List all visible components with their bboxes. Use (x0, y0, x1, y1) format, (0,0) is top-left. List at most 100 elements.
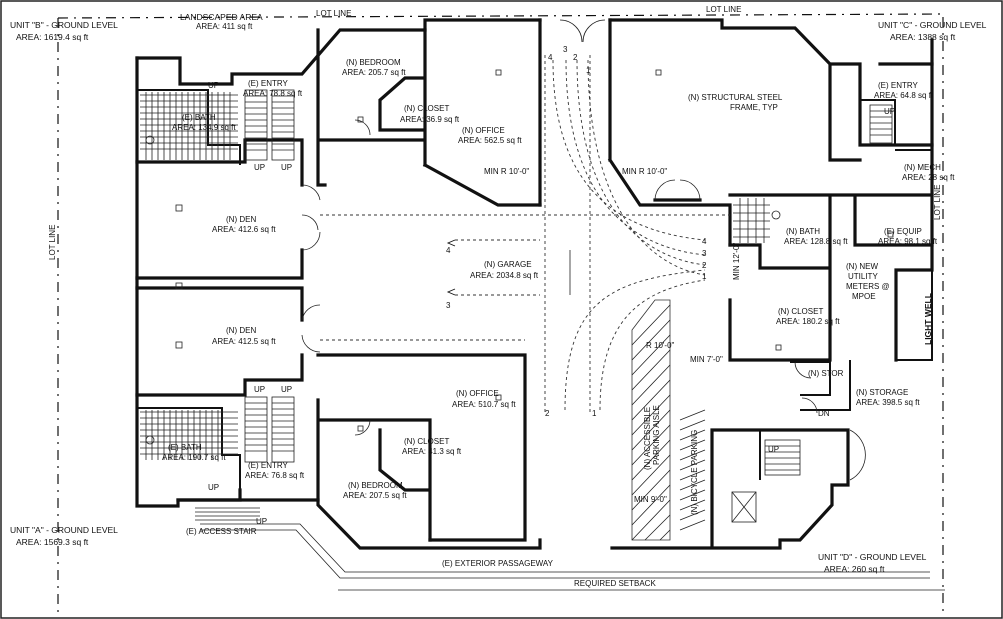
up-mark-2: UP (281, 163, 292, 172)
unit-d-area: AREA: 260 sq ft (824, 564, 885, 574)
stair-b (244, 89, 295, 161)
bath-tile-n (733, 198, 770, 243)
a-entry-area: AREA: 76.8 sq ft (245, 471, 305, 480)
lot-line-left: LOT LINE (48, 225, 57, 260)
fixture-marks (145, 69, 894, 445)
office-top-area: AREA: 562.5 sq ft (458, 136, 522, 145)
up-mark-9: UP (768, 445, 779, 454)
den-bottom-label: (N) DEN (226, 326, 256, 335)
min7-label: MIN 7'-0" (690, 355, 723, 364)
landscaped-title: LANDSCAPED AREA (180, 12, 263, 22)
b-entry-area: AREA: 78.8 sq ft (243, 89, 303, 98)
meters-line-4: MPOE (852, 292, 876, 301)
equip-label: (E) EQUIP (884, 227, 922, 236)
storage-area: AREA: 398.5 sq ft (856, 398, 920, 407)
den-divider-bottom (135, 353, 304, 502)
bicycle-racks (679, 409, 706, 531)
bath-wall-a (137, 407, 241, 490)
closet-bottom-label: (N) CLOSET (404, 437, 449, 446)
building-outline-south-right (610, 428, 850, 550)
garage-vehicle-paths (320, 55, 730, 415)
up-mark-4: UP (281, 385, 292, 394)
unit-c-area: AREA: 1388 sq ft (890, 32, 956, 42)
path-num-3-right: 3 (702, 249, 707, 258)
building-outline-north-right (608, 18, 934, 162)
setback-label: REQUIRED SETBACK (574, 579, 656, 588)
path-num-1-right: 1 (702, 272, 707, 281)
a-bath-label: (E) BATH (168, 443, 202, 452)
landscaped-area: AREA: 411 sq ft (196, 22, 253, 31)
office-bottom-area: AREA: 510.7 sq ft (452, 400, 516, 409)
unit-a-area: AREA: 1569.3 sq ft (16, 537, 89, 547)
mech-label: (N) MECH (904, 163, 941, 172)
min-r-left: MIN R 10'-0" (484, 167, 529, 176)
lot-line-top-left: LOT LINE (316, 9, 351, 18)
den-top-label: (N) DEN (226, 215, 256, 224)
mech-area: AREA: 28 sq ft (902, 173, 955, 182)
light-well-box (895, 269, 933, 361)
closet-top-label: (N) CLOSET (404, 104, 449, 113)
unit-c-title: UNIT "C" - GROUND LEVEL (878, 20, 987, 30)
a-entry-label: (E) ENTRY (248, 461, 289, 470)
meters-line-2: UTILITY (848, 272, 878, 281)
b-entry-label: (E) ENTRY (248, 79, 289, 88)
c-entry-label: (E) ENTRY (878, 81, 919, 90)
stair-c (869, 104, 893, 144)
den-bottom-area: AREA: 412.5 sq ft (212, 337, 276, 346)
storage-label: (N) STORAGE (856, 388, 908, 397)
dn-mark-1: DN (818, 409, 830, 418)
bedroom-bottom-walls (316, 398, 432, 542)
office-bottom-label: (N) OFFICE (456, 389, 499, 398)
b-bath-label: (E) BATH (182, 113, 216, 122)
garage-label: (N) GARAGE (484, 260, 532, 269)
min-r-right: MIN R 10'-0" (622, 167, 667, 176)
path-num-4-left: 4 (446, 246, 451, 255)
door-swings (301, 19, 866, 481)
passageway-line (200, 523, 930, 579)
access-stair-label: (E) ACCESS STAIR (186, 527, 257, 536)
bedroom-bottom-label: (N) BEDROOM (348, 481, 403, 490)
unit-b-area: AREA: 1619.4 sq ft (16, 32, 89, 42)
stair-a (244, 396, 295, 463)
lot-line-boundary (57, 13, 944, 612)
parking-aisle-label: PARKING AISLE (652, 405, 661, 465)
passageway-label: (E) EXTERIOR PASSAGEWAY (442, 559, 554, 568)
steel-label-1: (N) STRUCTURAL STEEL (688, 93, 783, 102)
path-num-2-top: 2 (573, 53, 578, 62)
r10-label: R 10'-0" (646, 341, 675, 350)
bicycle-label: (N) BICYCLE PARKING (690, 430, 699, 515)
lot-line-top-right: LOT LINE (706, 5, 741, 14)
bedroom-top-area: AREA: 205.7 sq ft (342, 68, 406, 77)
meters-line-1: (N) NEW (846, 262, 878, 271)
bedroom-bottom-area: AREA: 207.5 sq ft (343, 491, 407, 500)
bedroom-top-walls (316, 28, 542, 207)
light-well-label: LIGHT WELL (923, 293, 933, 345)
a-bath-area: AREA: 190.7 sq ft (162, 453, 226, 462)
den-top-area: AREA: 412.6 sq ft (212, 225, 276, 234)
closet-bottom-area: AREA: 41.3 sq ft (402, 447, 462, 456)
unit-b-title: UNIT "B" - GROUND LEVEL (10, 20, 118, 30)
path-num-3-top: 3 (563, 45, 568, 54)
up-mark-6: UP (208, 81, 219, 90)
path-num-4-right: 4 (702, 237, 707, 246)
path-num-1-top: 1 (586, 66, 591, 75)
unit-a-title: UNIT "A" - GROUND LEVEL (10, 525, 118, 535)
bath-wall-b (137, 89, 241, 165)
closet-n-label: (N) CLOSET (778, 307, 823, 316)
mech-walls (860, 99, 932, 151)
c-entry-area: AREA: 64.8 sq ft (874, 91, 934, 100)
path-num-3-left: 3 (446, 301, 451, 310)
lot-line-right: LOT LINE (933, 185, 942, 220)
bath-n-area: AREA: 128.8 sq ft (784, 237, 848, 246)
stor-walls (790, 360, 851, 411)
bath-tile-b (140, 92, 238, 160)
bath-closet-walls (728, 193, 934, 362)
b-bath-area: AREA: 134.9 sq ft (172, 123, 236, 132)
steel-label-2: FRAME, TYP (730, 103, 778, 112)
building-outline-north (135, 18, 542, 86)
path-num-2-bottom: 2 (545, 409, 550, 418)
equip-area: AREA: 98.1 sq ft (878, 237, 938, 246)
access-stair-steps (195, 507, 260, 521)
